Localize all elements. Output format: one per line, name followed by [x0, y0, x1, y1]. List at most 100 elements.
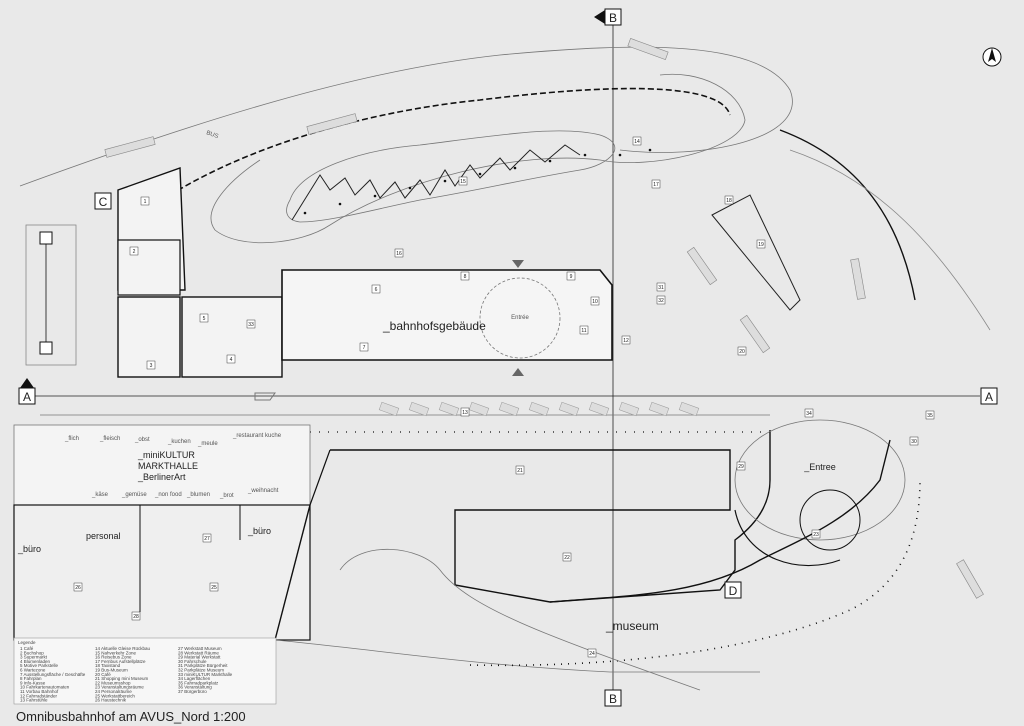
legend-entry: 37 Bürgerbüro — [178, 689, 207, 694]
legend-entry: 6 Wartezone — [20, 668, 46, 673]
island-outline — [286, 130, 615, 223]
svg-text:D: D — [729, 584, 738, 598]
svg-text:_gemüse: _gemüse — [121, 492, 147, 498]
legend-entry: 8 Fahrplan — [20, 676, 42, 681]
svg-text:Legende: Legende — [18, 640, 36, 645]
svg-text:27: 27 — [204, 536, 210, 542]
svg-text:3: 3 — [150, 363, 153, 369]
berlinerart-label: _BerlinerArt — [137, 472, 186, 482]
svg-text:_obst: _obst — [134, 437, 150, 443]
svg-text:17: 17 — [653, 182, 659, 188]
svg-text:_Entree: _Entree — [803, 462, 836, 472]
svg-text:21: 21 — [517, 468, 523, 474]
legend-entry: 1 Café — [20, 646, 34, 651]
bus-road-inner — [169, 87, 731, 196]
legend-entry: 16 Reisebus Zone — [95, 655, 132, 660]
svg-text:_non food: _non food — [154, 492, 182, 498]
right-outer-road — [779, 129, 916, 301]
svg-text:22: 22 — [564, 555, 570, 561]
room-numbers: 1 2 3 4 5 6 7 8 9 10 11 12 13 14 15 16 1… — [73, 136, 935, 658]
svg-text:_käse: _käse — [91, 492, 109, 498]
markthalle-building — [13, 424, 311, 641]
svg-text:_weihnacht: _weihnacht — [247, 488, 279, 494]
svg-text:16: 16 — [396, 251, 402, 257]
svg-text:6: 6 — [375, 287, 378, 293]
svg-text:13: 13 — [462, 410, 468, 416]
bus-road-label: BUS — [205, 130, 219, 140]
legend-entry: 21 Shopping mini Museum — [95, 676, 149, 681]
svg-text:24: 24 — [589, 651, 595, 657]
legend-entry: 23 Veranstaltungsräume — [95, 685, 144, 690]
svg-text:A: A — [985, 390, 993, 404]
svg-text:A: A — [23, 390, 31, 404]
svg-text:31: 31 — [658, 285, 664, 291]
svg-text:19: 19 — [758, 242, 764, 248]
svg-text:18: 18 — [726, 198, 732, 204]
legend-entry: 25 Werkstattbereich — [95, 693, 135, 698]
section-marker-c: C — [94, 192, 112, 210]
bus-stop-markers — [303, 148, 652, 215]
legend-entry: 31 Parkplätze Bürgerheit — [178, 663, 228, 668]
legend-entry: 13 Fahrstühle — [20, 698, 48, 703]
svg-text:32: 32 — [658, 298, 664, 304]
svg-text:1: 1 — [144, 199, 147, 205]
markthalle-label: MARKTHALLE — [138, 461, 198, 471]
svg-text:B: B — [609, 11, 617, 25]
legend-entry: 28 Werkstatt Räume — [178, 650, 219, 655]
market-stalls: _flich _fleisch _obst _kuchen _meule _re… — [64, 433, 282, 499]
bus-parking-stalls — [104, 38, 984, 599]
legend-entry: 2 Buchshop — [20, 650, 44, 655]
north-arrow-icon — [982, 47, 1002, 67]
legend-entry: 33 miniKULTUR Markthalle — [178, 672, 233, 677]
svg-text:9: 9 — [570, 274, 573, 280]
rotunda: _Entree — [734, 419, 906, 567]
svg-text:34: 34 — [806, 411, 812, 417]
svg-text:C: C — [99, 195, 108, 209]
svg-text:_bahnhofsgebäude: _bahnhofsgebäude — [382, 319, 486, 333]
svg-text:14: 14 — [634, 139, 640, 145]
legend-entry: 12 Fahrradständer — [20, 693, 58, 698]
svg-text:2: 2 — [133, 249, 136, 255]
section-marker-b-top: B — [594, 8, 622, 26]
legend-entry: 36 Veranstaltung — [178, 685, 212, 690]
legend-entry: 7 Ausstellungsfläche / Geschäfte — [20, 672, 86, 677]
legend-entry: 27 Werkstatt Museum — [178, 646, 222, 651]
bus-museum-hall — [274, 430, 771, 673]
svg-text:23: 23 — [813, 532, 819, 538]
svg-text:25: 25 — [211, 585, 217, 591]
svg-text:_kuchen: _kuchen — [167, 439, 191, 445]
station-building-west — [117, 167, 283, 378]
legend-entry: 35 Fahrradparkplatz — [178, 680, 219, 685]
svg-text:Entrée: Entrée — [511, 315, 529, 321]
right-diagonal-platform — [711, 194, 801, 311]
svg-text:29: 29 — [738, 464, 744, 470]
svg-text:5: 5 — [203, 316, 206, 322]
svg-text:10: 10 — [592, 299, 598, 305]
svg-text:11: 11 — [581, 328, 586, 334]
section-marker-a-left: A — [18, 378, 36, 405]
svg-text:8: 8 — [464, 274, 467, 280]
bottom-road-curve — [339, 548, 701, 691]
minikultur-label: _miniKULTUR — [137, 450, 195, 460]
section-marker-b-bottom: B — [604, 689, 622, 707]
museum-curve-wall — [549, 439, 891, 603]
legend-entry: 11 Vorbau Bahnhof — [20, 689, 59, 694]
legend-entry: 34 Lagerflächen — [178, 676, 211, 681]
legend-entry: 26 Haustechnik — [95, 698, 127, 703]
svg-text:_meule: _meule — [197, 441, 218, 447]
svg-text:30: 30 — [911, 439, 917, 445]
legend-entry: 3 Supermarkt — [20, 655, 48, 660]
museum-label: _museum — [605, 619, 659, 633]
plan-title: Omnibusbahnhof am AVUS_Nord 1:200 — [16, 709, 246, 724]
legend-entry: 17 Fernbus Aufstellplätze — [95, 659, 146, 664]
sawtooth-platform — [291, 144, 581, 221]
west-platform — [25, 224, 77, 366]
svg-text:_blumen: _blumen — [186, 492, 210, 498]
buero-label-east: _büro — [247, 526, 271, 536]
svg-text:12: 12 — [623, 338, 629, 344]
svg-text:35: 35 — [927, 413, 933, 419]
legend-entry: 24 Personalräume — [95, 689, 132, 694]
lower-bus-lane — [40, 392, 770, 433]
